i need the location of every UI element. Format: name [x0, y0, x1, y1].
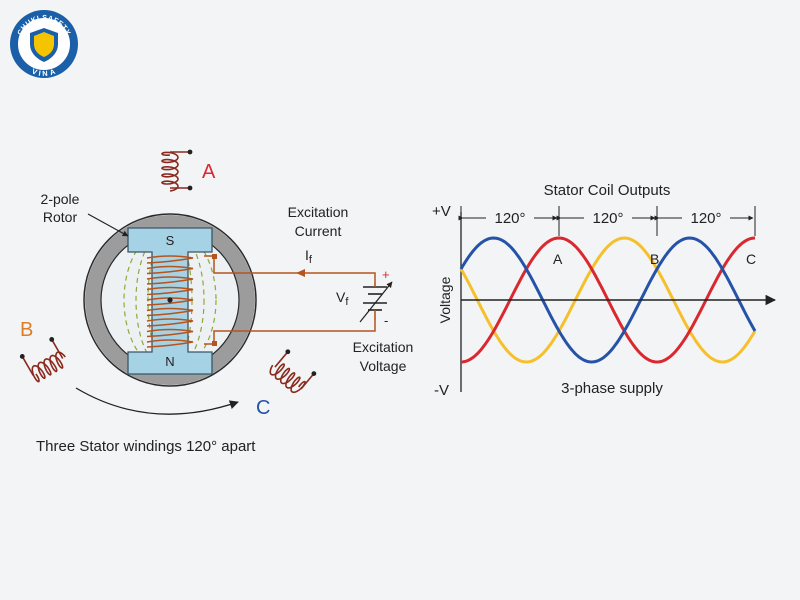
coil-lead	[21, 356, 34, 376]
y-axis-label: Voltage	[437, 276, 453, 323]
x-axis-label: 3-phase supply	[561, 380, 663, 397]
generator: S N + - Excitation Current If Vf	[19, 149, 414, 455]
waveform-panel: Stator Coil Outputs +V -V Voltage 120°12…	[432, 182, 777, 399]
shield-inner-icon	[34, 32, 54, 57]
phase-spacing-markers: 120° 120° 120°	[458, 206, 756, 236]
excitation-current-label-1: Excitation	[288, 204, 349, 220]
coil-helix	[269, 363, 306, 394]
phase-label-c: C	[746, 251, 756, 267]
stator-winding-b	[19, 337, 66, 383]
current-symbol: If	[305, 247, 313, 266]
coil-terminal	[19, 354, 25, 359]
pole-north-label: N	[165, 354, 174, 369]
rotor-coil-turn	[146, 286, 194, 296]
rotor-coil-turn	[146, 297, 194, 306]
coil-lead	[274, 351, 289, 368]
rotor-coil-turn	[146, 307, 194, 317]
excitation-leads	[204, 255, 376, 345]
rotor-coil-turn	[146, 339, 194, 348]
excitation-voltage-label-2: Voltage	[360, 358, 407, 374]
phase-label-b: B	[650, 251, 659, 267]
pole-south-label: S	[166, 233, 175, 248]
y-axis-bottom-label: -V	[434, 382, 449, 399]
phase-label-a: A	[553, 251, 563, 267]
waveform-title: Stator Coil Outputs	[544, 182, 671, 199]
current-direction-arrow	[296, 269, 305, 277]
rotor-coil-turn	[146, 328, 194, 338]
rotor-coil-turn	[146, 276, 194, 285]
rotor-coil-turn	[146, 318, 194, 327]
generator-caption: Three Stator windings 120° apart	[36, 438, 256, 455]
coil-terminal	[187, 149, 193, 155]
coil-lead	[51, 339, 64, 359]
rotor-label-2: Rotor	[43, 209, 78, 225]
rotor-label-1: 2-pole	[41, 191, 80, 207]
coil-terminal	[285, 349, 291, 355]
coil-terminal	[311, 371, 317, 377]
spacing-label: 120°	[592, 210, 623, 227]
variable-arrow	[359, 281, 393, 323]
logo-text-bottom: VINA	[31, 67, 58, 79]
battery-minus: -	[384, 313, 388, 328]
coil-helix	[31, 351, 66, 383]
y-axis-top-label: +V	[432, 203, 451, 220]
rotor-coil-turn	[146, 265, 194, 275]
coil-helix	[161, 151, 179, 192]
lead-junction-top	[212, 254, 217, 259]
rotor-pointer	[87, 213, 129, 237]
excitation-voltage-label-1: Excitation	[353, 339, 414, 355]
stator-ring-fill	[85, 215, 255, 385]
voltage-symbol: Vf	[336, 289, 349, 308]
stator-winding-c	[269, 349, 317, 394]
excitation-current-label-2: Current	[295, 223, 342, 239]
battery-plus: +	[382, 267, 390, 282]
rotation-arrow	[75, 387, 239, 415]
chuki-safety-logo: CHUKI SAFETY VINA	[10, 10, 78, 79]
stator-ring	[83, 213, 257, 387]
coil-lead	[300, 373, 315, 390]
phase-wave-c	[459, 236, 757, 364]
rotor-coil-turn	[146, 255, 194, 264]
winding-b-label: B	[20, 319, 33, 341]
winding-c-label: C	[256, 397, 270, 419]
phase-wave-b	[459, 236, 757, 364]
spacing-label: 120°	[494, 210, 525, 227]
rotor-winding	[146, 255, 194, 348]
lead-junction-bottom	[212, 341, 217, 346]
coil-terminal	[49, 337, 55, 342]
rotor-shaft-dot	[167, 297, 173, 303]
coil-terminal	[187, 185, 193, 191]
stator-winding-a	[161, 149, 193, 192]
spacing-label: 120°	[690, 210, 721, 227]
winding-a-label: A	[202, 161, 216, 183]
